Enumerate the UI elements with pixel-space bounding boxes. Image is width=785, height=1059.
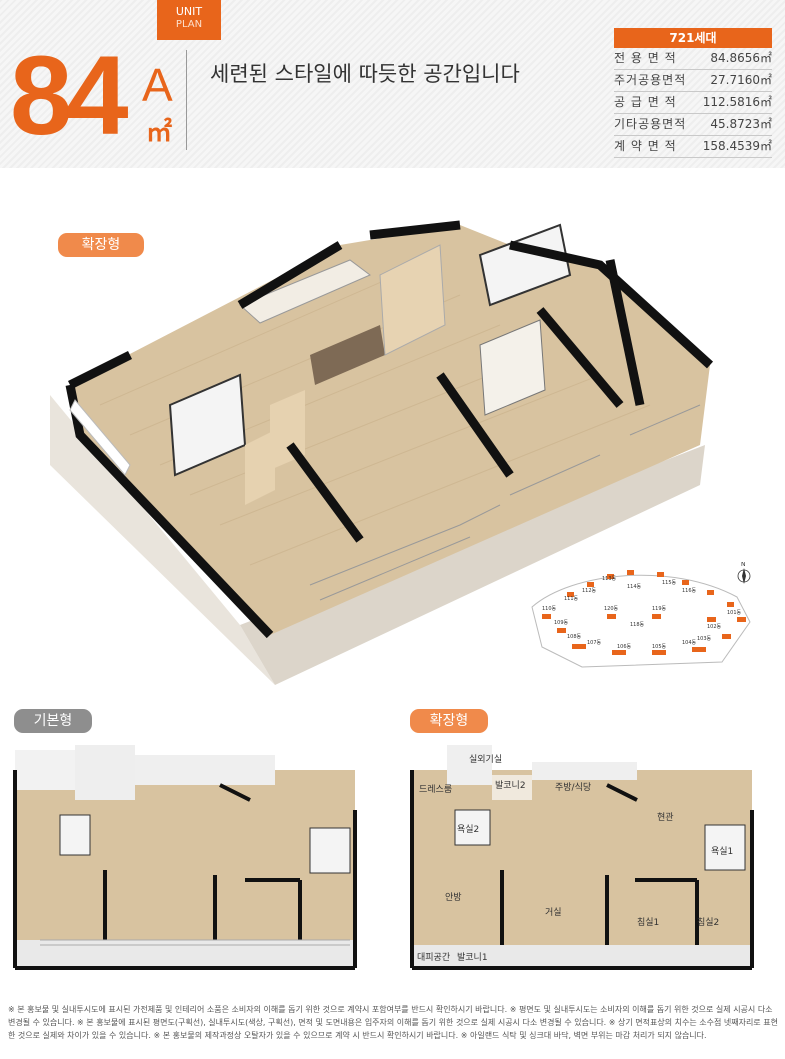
room-label: 발코니1 — [457, 952, 488, 963]
balcony-railings — [309, 404, 701, 601]
households-header: 721세대 — [614, 28, 772, 48]
area-label: 계 약 면 적 — [614, 139, 677, 153]
area-label: 전 용 면 적 — [614, 51, 677, 65]
unit-size-number: 84 — [10, 33, 129, 158]
expanded-floor-plan: 실외기실 발코니2 주방/식당 드레스룸 현관 욕실2 욕실1 안방 거실 침실… — [410, 745, 754, 970]
walls — [410, 770, 754, 970]
balcony — [15, 940, 355, 966]
building-label: 110동 — [542, 606, 557, 612]
balcony2-area — [492, 775, 532, 800]
building-label: 118동 — [630, 622, 645, 628]
site-map: 113동 114동 115동 112동 111동 116동 120동 119동 … — [531, 562, 751, 668]
kitchen-counter — [239, 259, 371, 324]
unit-label: UNIT — [175, 5, 203, 18]
expanded-type-badge-bottom: 확장형 — [410, 709, 488, 733]
room-label: 실외기실 — [469, 753, 502, 765]
area-value: 158.4539㎡ — [702, 139, 772, 153]
building-label: 108동 — [567, 634, 582, 640]
compass-label: N — [741, 562, 746, 568]
room-label: 현관 — [657, 812, 674, 823]
building-label: 112동 — [582, 588, 597, 594]
basic-floor-plan — [13, 745, 357, 970]
building-label: 113동 — [602, 576, 617, 582]
building-label: 114동 — [627, 584, 642, 590]
building-label: 104동 — [682, 640, 697, 646]
slogan: 세련된 스타일에 따듯한 공간입니다 — [210, 62, 520, 86]
bathroom-1 — [478, 223, 572, 307]
door-panel — [245, 430, 275, 505]
room-label: 주방/식당 — [555, 782, 591, 793]
area-label: 공 급 면 적 — [614, 95, 677, 109]
building-label: 111동 — [564, 596, 579, 602]
window-left — [69, 399, 131, 476]
header-band: UNIT PLAN 84 A ㎡ 세련된 스타일에 따듯한 공간입니다 721세… — [0, 0, 785, 168]
room-label: 거실 — [545, 907, 562, 918]
kitchen-area — [75, 745, 135, 800]
building-label: 106동 — [617, 644, 632, 650]
building-label: 107동 — [587, 640, 602, 646]
area-row: 기타공용면적 45.8723㎡ — [614, 114, 772, 136]
plan-label: PLAN — [175, 19, 203, 30]
bathroom-1 — [309, 827, 351, 874]
utility-area — [15, 750, 75, 790]
footnote-disclaimer: ※ 본 홍보물 및 실내투시도에 표시된 가전제품 및 인테리어 소품은 소비자… — [8, 1005, 778, 1040]
walls — [13, 770, 357, 970]
area-row: 공 급 면 적 112.5816㎡ — [614, 92, 772, 114]
room-label: 욕실1 — [711, 846, 733, 857]
isometric-floor-plan — [50, 220, 714, 685]
unit-symbol: ㎡ — [146, 117, 173, 147]
room-label: 침실2 — [697, 917, 719, 928]
room-label: 드레스룸 — [419, 784, 452, 795]
kitchen-counter — [135, 755, 275, 785]
area-value: 27.7160㎡ — [710, 73, 772, 87]
building-label: 102동 — [707, 624, 722, 630]
building-label: 103동 — [697, 636, 712, 642]
building-label: 116동 — [682, 588, 697, 594]
floor — [412, 770, 752, 970]
kitchen-counter — [532, 762, 637, 780]
window-frames — [40, 939, 350, 946]
area-row: 계 약 면 적 158.4539㎡ — [614, 136, 772, 158]
site-buildings — [542, 570, 746, 655]
room-label: 침실1 — [637, 917, 659, 928]
basic-type-badge: 기본형 — [14, 709, 92, 733]
bathroom-1 — [704, 824, 746, 871]
header-divider — [186, 50, 187, 150]
kitchen-island — [310, 325, 385, 385]
room-label: 안방 — [445, 892, 462, 903]
expanded-type-badge-top: 확장형 — [58, 233, 144, 257]
building-labels: 113동 114동 115동 112동 111동 116동 120동 119동 … — [542, 576, 742, 650]
room-label: 욕실2 — [457, 824, 479, 835]
wardrobe-cabinet — [379, 244, 446, 356]
area-value: 112.5816㎡ — [702, 95, 772, 109]
building-label: 119동 — [652, 606, 667, 612]
building-label: 120동 — [604, 606, 619, 612]
area-value: 45.8723㎡ — [710, 117, 772, 131]
bathroom-2 — [454, 809, 491, 846]
building-label: 115동 — [662, 580, 677, 586]
building-label: 105동 — [652, 644, 667, 650]
compass-icon: N — [737, 562, 751, 584]
outdoor-unit-room — [447, 745, 492, 785]
area-row: 전 용 면 적 84.8656㎡ — [614, 48, 772, 70]
bedroom-wardrobe — [479, 319, 546, 416]
unit-type-letter: A — [142, 59, 173, 111]
building-label: 101동 — [727, 610, 742, 616]
slab-front-side — [240, 445, 705, 685]
unit-plan-tab: UNIT PLAN — [157, 0, 221, 40]
area-value: 84.8656㎡ — [710, 51, 772, 65]
room-label: 발코니2 — [495, 780, 526, 791]
bathroom-2 — [59, 814, 91, 856]
building-label: 109동 — [554, 620, 569, 626]
walls — [65, 220, 714, 639]
area-label: 주거공용면적 — [614, 73, 687, 87]
balcony1-area — [412, 945, 752, 967]
area-label: 기타공용면적 — [614, 117, 687, 131]
room-label: 대피공간 — [417, 952, 450, 963]
area-table: 721세대 전 용 면 적 84.8656㎡ 주거공용면적 27.7160㎡ 공 급… — [614, 28, 772, 158]
area-row: 주거공용면적 27.7160㎡ — [614, 70, 772, 92]
